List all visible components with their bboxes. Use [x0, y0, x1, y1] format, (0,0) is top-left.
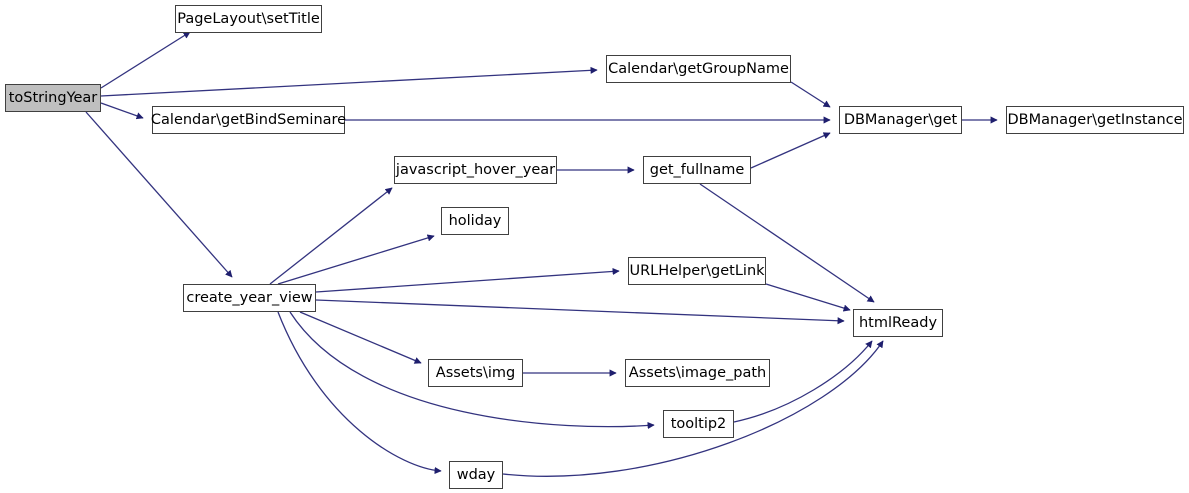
edge-toStringYear-to-PageLayout_setTitle: [100, 31, 191, 89]
node-label-get_fullname: get_fullname: [649, 161, 745, 178]
edge-get_fullname-to-DBManager_get: [750, 132, 831, 169]
node-Assets_image_path[interactable]: Assets\image_path: [625, 359, 770, 387]
edge-Calendar_getGroupName-to-DBManager_get: [790, 81, 831, 108]
node-wday[interactable]: wday: [449, 461, 503, 489]
node-label-DBManager_getInstance: DBManager\getInstance: [1007, 111, 1183, 128]
node-label-htmlReady: htmlReady: [858, 314, 938, 331]
node-DBManager_getInstance[interactable]: DBManager\getInstance: [1006, 106, 1184, 134]
node-label-create_year_view: create_year_view: [186, 289, 313, 306]
edge-create_year_view-to-URLHelper_getLink: [315, 267, 620, 293]
edge-create_year_view-to-Assets_img: [299, 311, 422, 364]
node-Calendar_getGroupName[interactable]: Calendar\getGroupName: [606, 55, 791, 83]
node-label-URLHelper_getLink: URLHelper\getLink: [629, 262, 765, 279]
node-label-Assets_img: Assets\img: [435, 364, 516, 381]
edge-URLHelper_getLink-to-htmlReady: [765, 283, 851, 312]
node-label-toStringYear: toStringYear: [8, 89, 98, 106]
node-javascript_hover_year[interactable]: javascript_hover_year: [394, 156, 557, 184]
edge-create_year_view-to-wday: [277, 311, 442, 475]
node-toStringYear[interactable]: toStringYear: [5, 84, 101, 112]
edge-create_year_view-to-holiday: [277, 234, 435, 285]
node-htmlReady[interactable]: htmlReady: [853, 309, 943, 337]
node-label-tooltip2: tooltip2: [670, 415, 727, 432]
node-label-Calendar_getBindSeminare: Calendar\getBindSeminare: [150, 111, 347, 128]
edge-toStringYear-to-Calendar_getBindSeminare: [100, 102, 144, 120]
node-label-DBManager_get: DBManager\get: [843, 111, 958, 128]
node-holiday[interactable]: holiday: [441, 207, 509, 235]
node-URLHelper_getLink[interactable]: URLHelper\getLink: [628, 257, 766, 285]
node-DBManager_get[interactable]: DBManager\get: [839, 106, 962, 134]
edge-create_year_view-to-javascript_hover_year: [269, 187, 393, 285]
node-label-javascript_hover_year: javascript_hover_year: [395, 161, 556, 178]
node-create_year_view[interactable]: create_year_view: [183, 284, 316, 312]
edge-create_year_view-to-htmlReady: [315, 299, 845, 325]
node-label-Calendar_getGroupName: Calendar\getGroupName: [608, 60, 789, 77]
edge-toStringYear-to-Calendar_getGroupName: [100, 66, 598, 97]
node-get_fullname[interactable]: get_fullname: [643, 156, 751, 184]
node-Calendar_getBindSeminare[interactable]: Calendar\getBindSeminare: [151, 106, 346, 134]
edge-toStringYear-to-create_year_view: [85, 111, 233, 278]
node-label-wday: wday: [456, 466, 496, 483]
node-tooltip2[interactable]: tooltip2: [663, 410, 734, 438]
node-label-holiday: holiday: [448, 212, 502, 229]
node-PageLayout_setTitle[interactable]: PageLayout\setTitle: [175, 5, 322, 33]
node-Assets_img[interactable]: Assets\img: [428, 359, 523, 387]
node-label-Assets_image_path: Assets\image_path: [628, 364, 767, 381]
node-label-PageLayout_setTitle: PageLayout\setTitle: [177, 10, 320, 27]
